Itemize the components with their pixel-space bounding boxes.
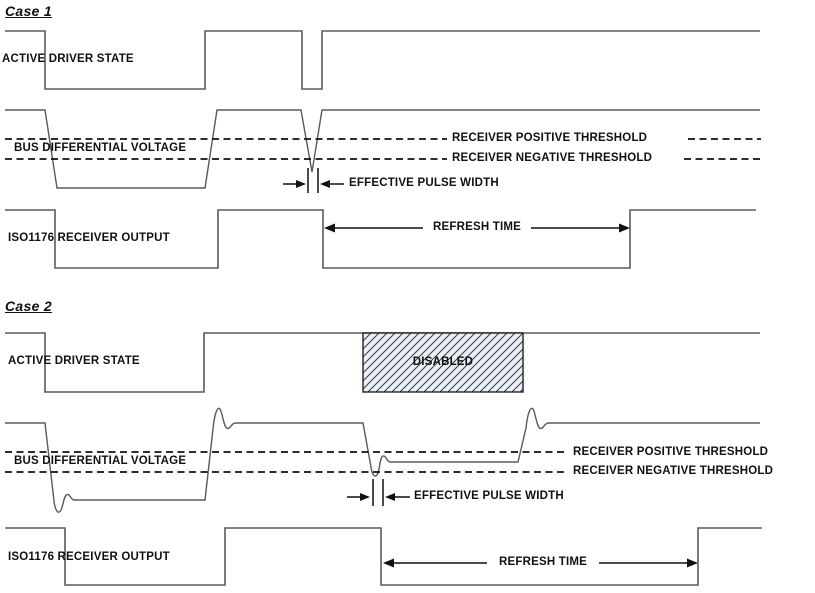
case1-bus-waveform bbox=[5, 109, 760, 189]
case2-disabled-box bbox=[362, 332, 524, 393]
case1-bus-label: BUS DIFFERENTIAL VOLTAGE bbox=[14, 142, 187, 154]
case1-positive-threshold-label: RECEIVER POSITIVE THRESHOLD bbox=[452, 132, 648, 144]
case2-bus-waveform bbox=[5, 407, 760, 513]
case2-title: Case 2 bbox=[5, 298, 52, 314]
case2-disabled-label: DISABLED bbox=[412, 356, 474, 368]
case1-pulse-width-marker bbox=[283, 168, 344, 193]
case1-driver-label: ACTIVE DRIVER STATE bbox=[2, 53, 134, 65]
case1-driver-waveform bbox=[5, 30, 760, 90]
case2-positive-threshold-label: RECEIVER POSITIVE THRESHOLD bbox=[573, 446, 769, 458]
case2-driver-waveform bbox=[5, 332, 760, 393]
case1-pulse-width-label: EFFECTIVE PULSE WIDTH bbox=[349, 177, 499, 189]
case2-receiver-label: ISO1176 RECEIVER OUTPUT bbox=[8, 551, 170, 563]
case2-receiver-waveform bbox=[5, 527, 762, 586]
case2-negative-threshold-label: RECEIVER NEGATIVE THRESHOLD bbox=[573, 465, 774, 477]
case1-negative-threshold-label: RECEIVER NEGATIVE THRESHOLD bbox=[452, 152, 653, 164]
case2-refresh-time-label: REFRESH TIME bbox=[498, 556, 587, 568]
case2-pulse-width-marker bbox=[347, 479, 410, 506]
case1-receiver-waveform bbox=[5, 209, 756, 269]
case2-bus-label: BUS DIFFERENTIAL VOLTAGE bbox=[14, 455, 187, 467]
case1-title: Case 1 bbox=[5, 3, 52, 19]
case1-refresh-arrow bbox=[324, 223, 630, 233]
case1-refresh-time-label: REFRESH TIME bbox=[432, 221, 521, 233]
case2-refresh-arrow bbox=[383, 558, 698, 568]
case1-receiver-label: ISO1176 RECEIVER OUTPUT bbox=[8, 232, 170, 244]
case2-driver-label: ACTIVE DRIVER STATE bbox=[8, 355, 140, 367]
case2-pulse-width-label: EFFECTIVE PULSE WIDTH bbox=[414, 490, 564, 502]
